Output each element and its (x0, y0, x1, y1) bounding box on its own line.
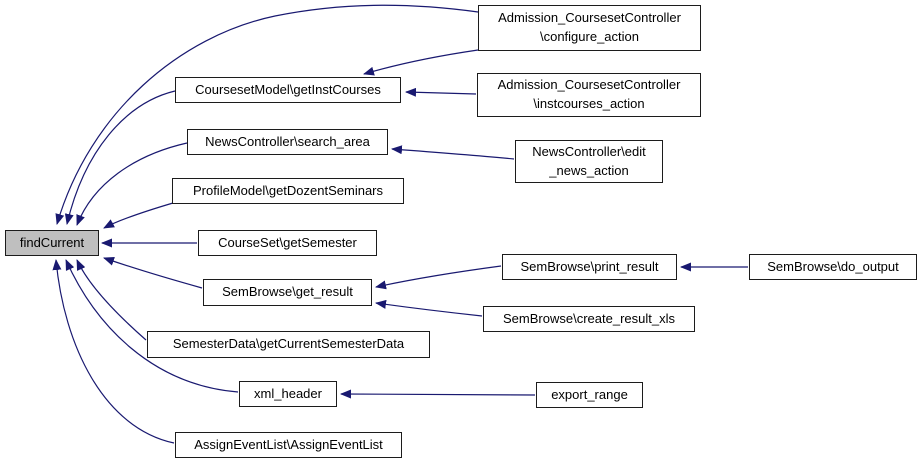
node-label: SemBrowse\create_result_xls (503, 310, 675, 326)
edge-semesterdata-getcurrentsemesterdata-to-findcurrent (76, 259, 147, 341)
node-coursesetmodel-getinstcourses[interactable]: CoursesetModel\getInstCourses (175, 77, 401, 103)
edge-profilemodel-getdozentseminars-to-findcurrent (103, 202, 174, 229)
node-findcurrent[interactable]: findCurrent (5, 230, 99, 256)
node-export-range[interactable]: export_range (536, 382, 643, 408)
node-label: SemBrowse\get_result (222, 284, 353, 300)
node-label: Admission_CoursesetController (498, 10, 681, 26)
edge-sembrowse-create-result-xls-to-sembrowse-get-result (375, 299, 483, 317)
edge-newscontroller-edit-news-action-to-newscontroller-search-area (391, 145, 515, 160)
node-label: SemBrowse\print_result (520, 258, 659, 274)
node-sembrowse-get-result[interactable]: SemBrowse\get_result (203, 279, 372, 306)
node-courseset-getsemester[interactable]: CourseSet\getSemester (198, 230, 377, 256)
node-newscontroller-edit-news-action[interactable]: NewsController\edit _news_action (515, 140, 663, 183)
node-label: export_range (551, 386, 628, 402)
node-label: findCurrent (19, 234, 85, 250)
edge-xml-header-to-findcurrent (65, 259, 239, 393)
node-profilemodel-getdozentseminars[interactable]: ProfileModel\getDozentSeminars (172, 178, 404, 204)
node-label: SemesterData\getCurrentSemesterData (172, 336, 405, 352)
node-admission-coursesetcontroller-configure-action[interactable]: Admission_CoursesetController \configure_… (478, 5, 701, 51)
edge-admission-coursesetcontroller-configure-action-to-findcurrent (55, 4, 479, 225)
node-label: \configure_action (539, 29, 639, 44)
node-label: Admission_CoursesetController (497, 77, 681, 93)
edge-sembrowse-get-result-to-findcurrent (103, 257, 203, 289)
node-label: CoursesetModel\getInstCourses (195, 81, 381, 97)
node-admission-coursesetcontroller-instcourses-action[interactable]: Admission_CoursesetController \instcourse… (477, 73, 701, 117)
node-label: NewsController\edit (532, 143, 646, 159)
node-xml-header[interactable]: xml_header (239, 381, 337, 407)
node-newscontroller-search-area[interactable]: NewsController\search_area (187, 129, 388, 155)
edge-assigneventlist-assigneventlist-to-findcurrent (52, 259, 175, 444)
node-label: AssignEventList\AssignEventList (194, 436, 383, 452)
edge-admission-coursesetcontroller-configure-action-to-coursesetmodel-getinstcourses (363, 49, 479, 76)
edge-admission-coursesetcontroller-instcourses-action-to-coursesetmodel-getinstcourses (405, 87, 477, 97)
edge-coursesetmodel-getinstcourses-to-findcurrent (64, 90, 176, 225)
node-label: xml_header (254, 385, 322, 401)
node-label: _news_action (549, 162, 629, 178)
node-label: CourseSet\getSemester (218, 234, 357, 250)
node-label: NewsController\search_area (205, 133, 370, 149)
node-semesterdata-getcurrentsemesterdata[interactable]: SemesterData\getCurrentSemesterData (147, 331, 430, 358)
node-sembrowse-do-output[interactable]: SemBrowse\do_output (749, 254, 917, 280)
node-assigneventlist-assigneventlist[interactable]: AssignEventList\AssignEventList (175, 432, 402, 458)
node-label: ProfileModel\getDozentSeminars (192, 182, 384, 198)
edge-export-range-to-xml-header (340, 389, 536, 399)
edge-sembrowse-print-result-to-sembrowse-get-result (375, 265, 502, 290)
node-label: SemBrowse\do_output (767, 258, 899, 274)
node-sembrowse-create-result-xls[interactable]: SemBrowse\create_result_xls (483, 306, 695, 332)
node-label: \instcourses_action (533, 96, 645, 111)
edge-newscontroller-search-area-to-findcurrent (76, 142, 188, 226)
node-sembrowse-print-result[interactable]: SemBrowse\print_result (502, 254, 677, 280)
